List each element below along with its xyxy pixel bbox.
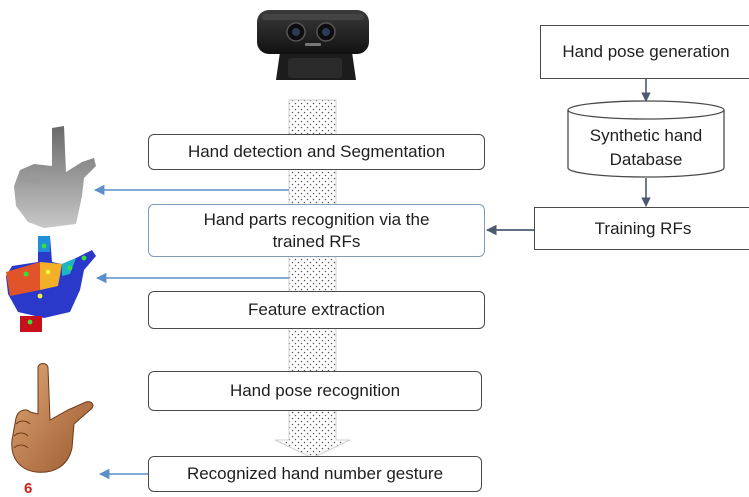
webcam-icon <box>257 10 369 80</box>
hand-pose-generation-box: Hand pose generation <box>540 25 749 79</box>
hand-parts-label-line2: trained RFs <box>272 231 361 251</box>
training-rfs-box: Training RFs <box>534 207 749 250</box>
recognized-gesture-label: Recognized hand number gesture <box>186 464 444 483</box>
database-label: Synthetic hand Database <box>568 124 724 172</box>
hand-pose-generation-label: Hand pose generation <box>562 42 730 61</box>
recognized-gesture-box: Recognized hand number gesture <box>148 456 482 492</box>
feature-extraction-box: Feature extraction <box>148 291 485 329</box>
database-label-line2: Database <box>609 150 683 169</box>
labeled-hand-parts-image <box>6 236 96 332</box>
database-cylinder <box>567 100 725 178</box>
hand-pose-recognition-box: Hand pose recognition <box>148 371 482 411</box>
hand-gesture-six-image <box>11 363 94 473</box>
hand-detection-box: Hand detection and Segmentation <box>148 134 485 170</box>
gesture-number-label: 6 <box>24 480 33 497</box>
feature-extraction-label: Feature extraction <box>247 300 385 319</box>
depth-hand-image <box>14 126 96 228</box>
hand-parts-label-line1: Hand parts recognition via the <box>203 209 430 229</box>
database-label-line1: Synthetic hand <box>589 126 703 145</box>
training-rfs-label: Training RFs <box>594 218 692 238</box>
hand-parts-recognition-box: Hand parts recognition via the trained R… <box>148 204 485 257</box>
hand-detection-label: Hand detection and Segmentation <box>187 142 446 161</box>
hand-pose-recognition-label: Hand pose recognition <box>229 381 401 400</box>
